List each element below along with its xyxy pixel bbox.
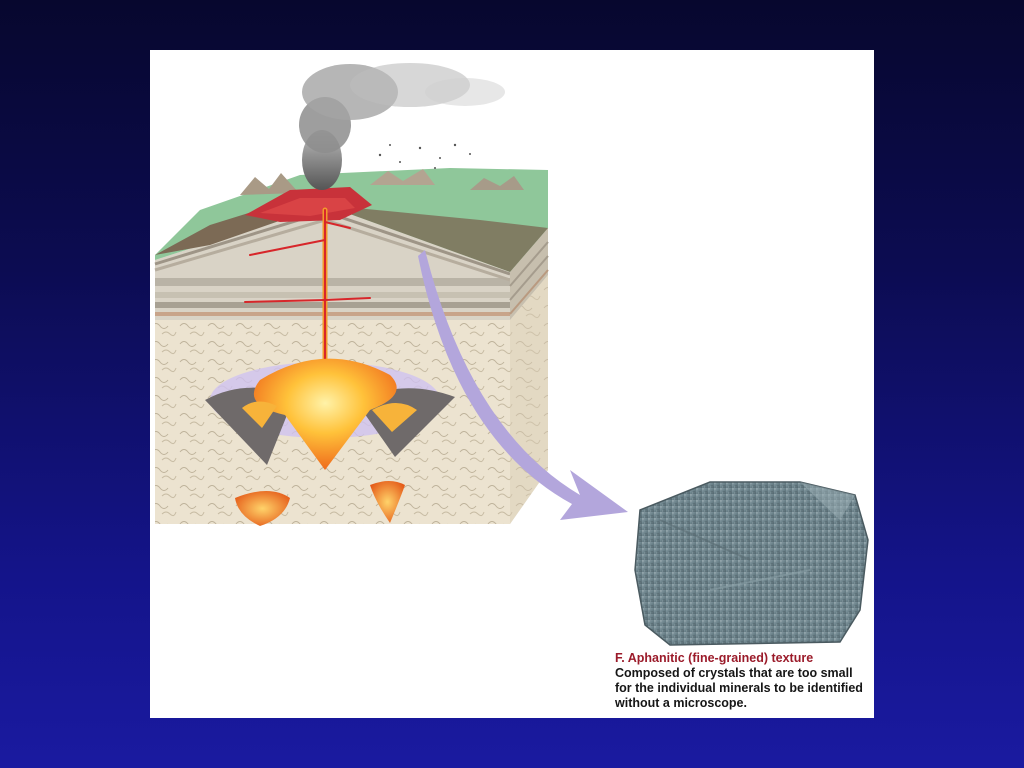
caption-title: F. Aphanitic (fine-grained) texture <box>615 651 814 665</box>
magma-conduits <box>244 207 371 373</box>
slide-canvas: F. Aphanitic (fine-grained) texture Comp… <box>150 50 874 718</box>
ash-plume <box>299 63 505 190</box>
magma-chamber <box>205 358 455 526</box>
caption-body: Composed of crystals that are too small … <box>615 666 863 710</box>
rock-sample <box>634 481 869 646</box>
volcano-cross-section-diagram <box>154 63 869 646</box>
figure-caption: F. Aphanitic (fine-grained) texture Comp… <box>615 651 870 711</box>
ground-surface <box>155 168 548 272</box>
curved-arrow <box>418 250 628 520</box>
